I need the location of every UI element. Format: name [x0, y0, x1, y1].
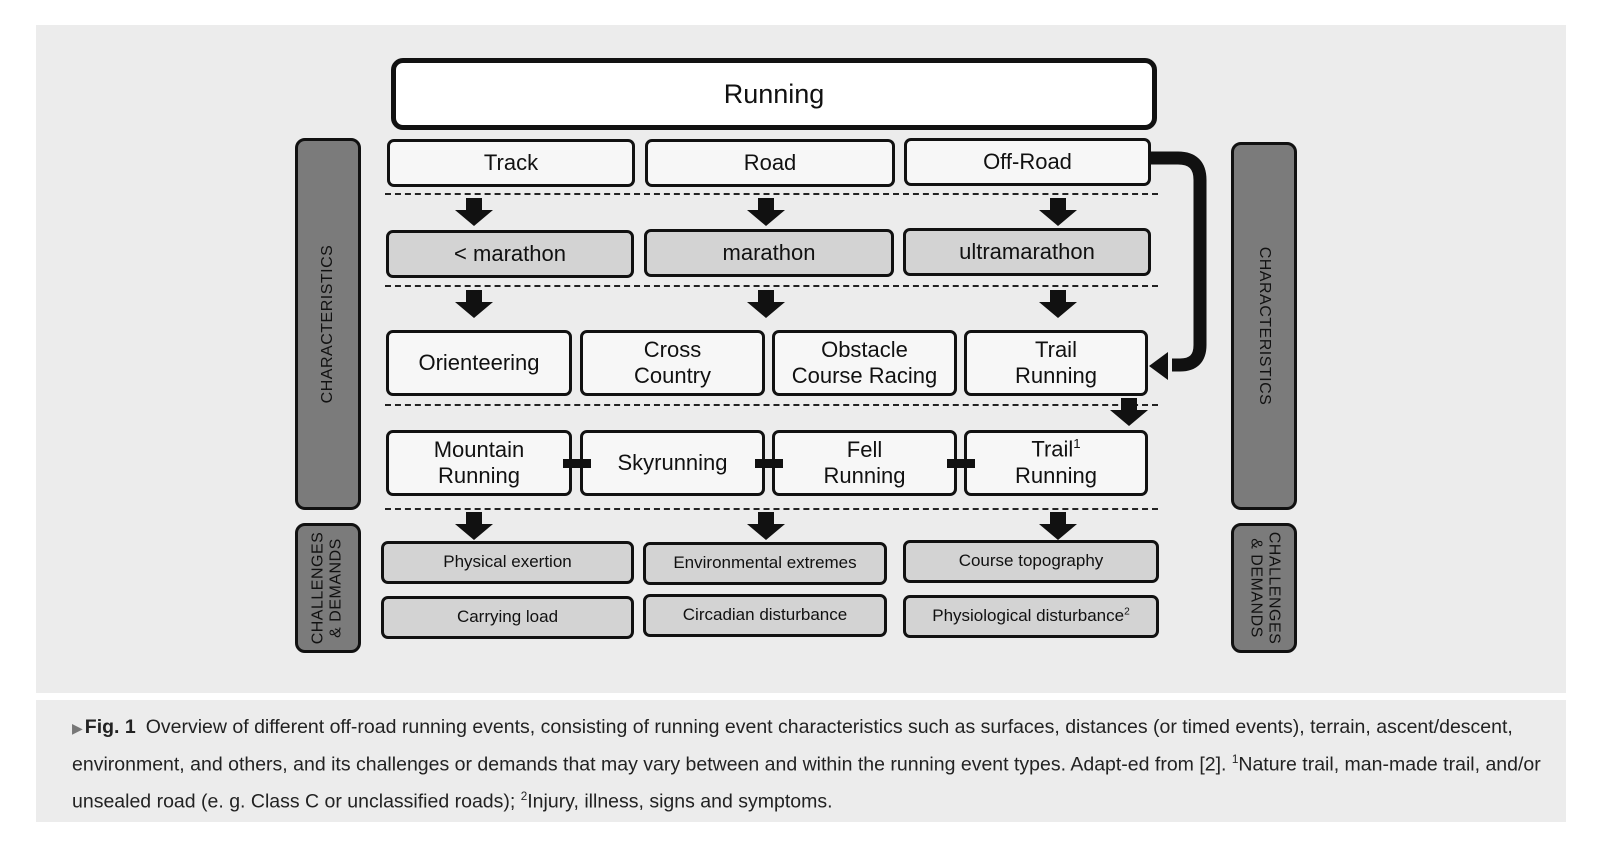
- subtype-fell-running-text: Fell Running: [823, 436, 906, 488]
- subtype-skyrunning-box: Skyrunning: [580, 430, 765, 496]
- caption-footnote-2-marker: 2: [520, 789, 528, 803]
- challenge-physiological-disturbance-label: Physiological disturbance2: [932, 606, 1130, 626]
- event-cross-country-box: Cross Country: [580, 330, 765, 396]
- down-arrow-10: [1039, 512, 1077, 540]
- surface-offroad-text: Off-Road: [983, 148, 1072, 174]
- challenge-carrying-load-box: Carrying load: [381, 596, 634, 639]
- challenge-physiological-footnote: 2: [1124, 606, 1130, 618]
- offroad-to-trail-curved-arrow: [1151, 151, 1207, 372]
- event-obstacle-course-text: Obstacle Course Racing: [791, 336, 938, 388]
- event-trail-running-box: Trail Running: [964, 330, 1148, 396]
- distance-marathon-box: marathon: [644, 229, 894, 277]
- down-arrow-2: [747, 198, 785, 226]
- characteristics-label-right: CHARACTERISTICS: [1231, 142, 1297, 510]
- connector-1: [563, 459, 591, 468]
- surface-road-box: Road: [645, 139, 895, 187]
- subtype-skyrunning-text: Skyrunning: [617, 449, 728, 475]
- surface-track-box: Track: [387, 139, 635, 187]
- down-arrow-3: [1039, 198, 1077, 226]
- challenges-label-left: CHALLENGES & DEMANDS: [295, 523, 361, 653]
- divider-1: [385, 193, 1158, 195]
- down-arrow-4: [455, 290, 493, 318]
- down-arrow-6: [1039, 290, 1077, 318]
- down-arrow-1: [455, 198, 493, 226]
- distance-marathon-text: marathon: [722, 239, 816, 265]
- challenge-physical-exertion-text: Physical exertion: [443, 552, 572, 572]
- caption-footnote-1-marker: 1: [1231, 753, 1239, 766]
- subtype-mountain-running-box: Mountain Running: [386, 430, 572, 496]
- down-arrow-8: [455, 512, 493, 540]
- challenge-physical-exertion-box: Physical exertion: [381, 541, 634, 584]
- subtype-trail-running-box: Trail1 Running: [964, 430, 1148, 496]
- event-cross-country-text: Cross Country: [633, 336, 712, 388]
- challenge-circadian-disturbance-text: Circadian disturbance: [682, 605, 848, 625]
- down-arrow-9: [747, 512, 785, 540]
- challenge-course-topography-box: Course topography: [903, 540, 1159, 583]
- distance-ultramarathon-box: ultramarathon: [903, 228, 1151, 276]
- distance-under-marathon-box: < marathon: [386, 230, 634, 278]
- event-obstacle-course-box: Obstacle Course Racing: [772, 330, 957, 396]
- connector-2: [755, 459, 783, 468]
- surface-offroad-box: Off-Road: [904, 138, 1151, 186]
- caption-marker-icon: ▶: [72, 720, 83, 736]
- subtype-trail-running-line1: Trail: [1031, 436, 1074, 462]
- down-arrows: [455, 198, 1148, 540]
- running-title-text: Running: [723, 78, 825, 109]
- challenge-environmental-extremes-text: Environmental extremes: [673, 553, 857, 573]
- surface-track-text: Track: [483, 149, 539, 175]
- subtype-trail-running-line2: Running: [1015, 463, 1097, 489]
- down-arrow-5: [747, 290, 785, 318]
- subtype-mountain-running-text: Mountain Running: [433, 436, 525, 488]
- challenge-environmental-extremes-box: Environmental extremes: [643, 542, 887, 585]
- divider-2: [385, 285, 1158, 287]
- challenge-physiological-disturbance-box: Physiological disturbance2: [903, 595, 1159, 638]
- subtype-fell-running-box: Fell Running: [772, 430, 957, 496]
- challenge-course-topography-text: Course topography: [958, 551, 1104, 571]
- subtype-trail-running-footnote: 1: [1073, 436, 1081, 452]
- challenge-carrying-load-text: Carrying load: [456, 607, 559, 627]
- subtype-trail-running-label: Trail1 Running: [1015, 436, 1097, 489]
- down-arrow-7: [1110, 398, 1148, 426]
- curved-arrow-head: [1149, 352, 1168, 380]
- distance-under-marathon-text: < marathon: [454, 240, 566, 266]
- caption-main-text: Overview of different off-road running e…: [72, 716, 1513, 776]
- running-title-box: Running: [391, 58, 1157, 130]
- event-orienteering-box: Orienteering: [386, 330, 572, 396]
- divider-4: [385, 508, 1158, 510]
- event-trail-running-text: Trail Running: [1015, 336, 1097, 388]
- challenge-circadian-disturbance-box: Circadian disturbance: [643, 594, 887, 637]
- caption-footnote-2-text: Injury, illness, signs and symptoms.: [527, 790, 833, 812]
- caption-panel: [36, 700, 1566, 822]
- caption-footnote-1-text: Nature trail, man-made trail, and/or uns…: [72, 753, 1541, 813]
- connector-3: [947, 459, 975, 468]
- caption-fig-label: Fig. 1: [84, 716, 136, 738]
- event-orienteering-text: Orienteering: [418, 349, 540, 375]
- characteristics-label-left: CHARACTERISTICS: [295, 138, 361, 510]
- divider-3: [385, 404, 1158, 406]
- distance-ultramarathon-text: ultramarathon: [959, 238, 1095, 264]
- challenge-physiological-disturbance-text: Physiological disturbance: [932, 606, 1125, 626]
- challenges-label-right: CHALLENGES & DEMANDS: [1231, 523, 1297, 653]
- surface-road-text: Road: [743, 149, 797, 175]
